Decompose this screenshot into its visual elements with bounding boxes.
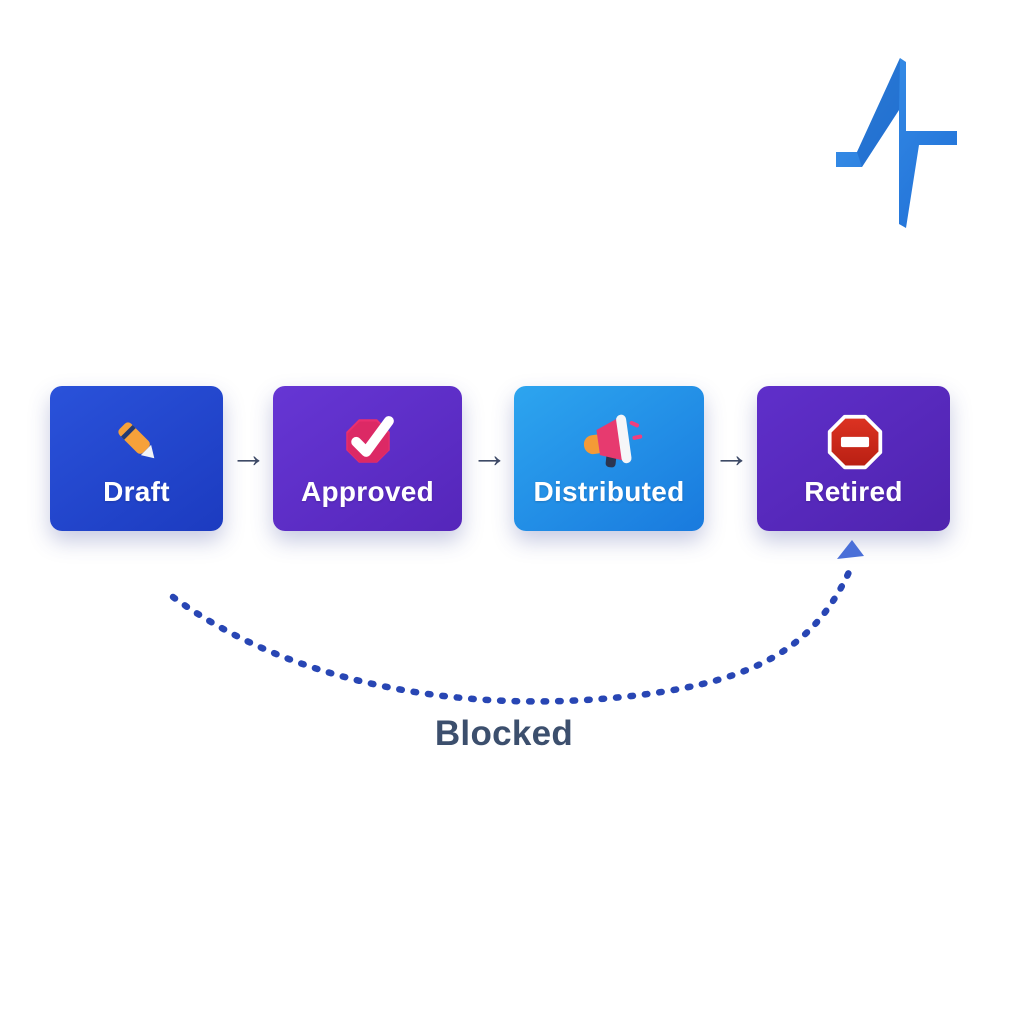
megaphone-icon <box>580 412 643 470</box>
stage-retired: Retired <box>757 386 950 531</box>
stage-label: Retired <box>804 475 903 507</box>
stage-label: Distributed <box>533 475 685 507</box>
stage-label: Approved <box>300 475 435 507</box>
flow-arrow-icon: → <box>230 434 267 475</box>
blocked-dotted-line <box>169 568 853 705</box>
flow-arrow-icon: → <box>471 434 508 475</box>
blocked-arrowhead-icon <box>837 540 864 559</box>
check-badge-icon <box>339 412 397 470</box>
stage-label: Draft <box>103 475 170 507</box>
stage-distributed: Distributed <box>514 386 704 531</box>
stage-draft: Draft <box>50 386 223 531</box>
pulse-logo-shade <box>857 58 900 167</box>
stage-approved: Approved <box>273 386 462 531</box>
pencil-icon <box>108 412 166 470</box>
blocked-label: Blocked <box>434 714 574 753</box>
pulse-logo-icon <box>836 58 957 228</box>
stop-sign-icon <box>825 412 883 470</box>
flow-arrow-icon: → <box>713 434 750 475</box>
